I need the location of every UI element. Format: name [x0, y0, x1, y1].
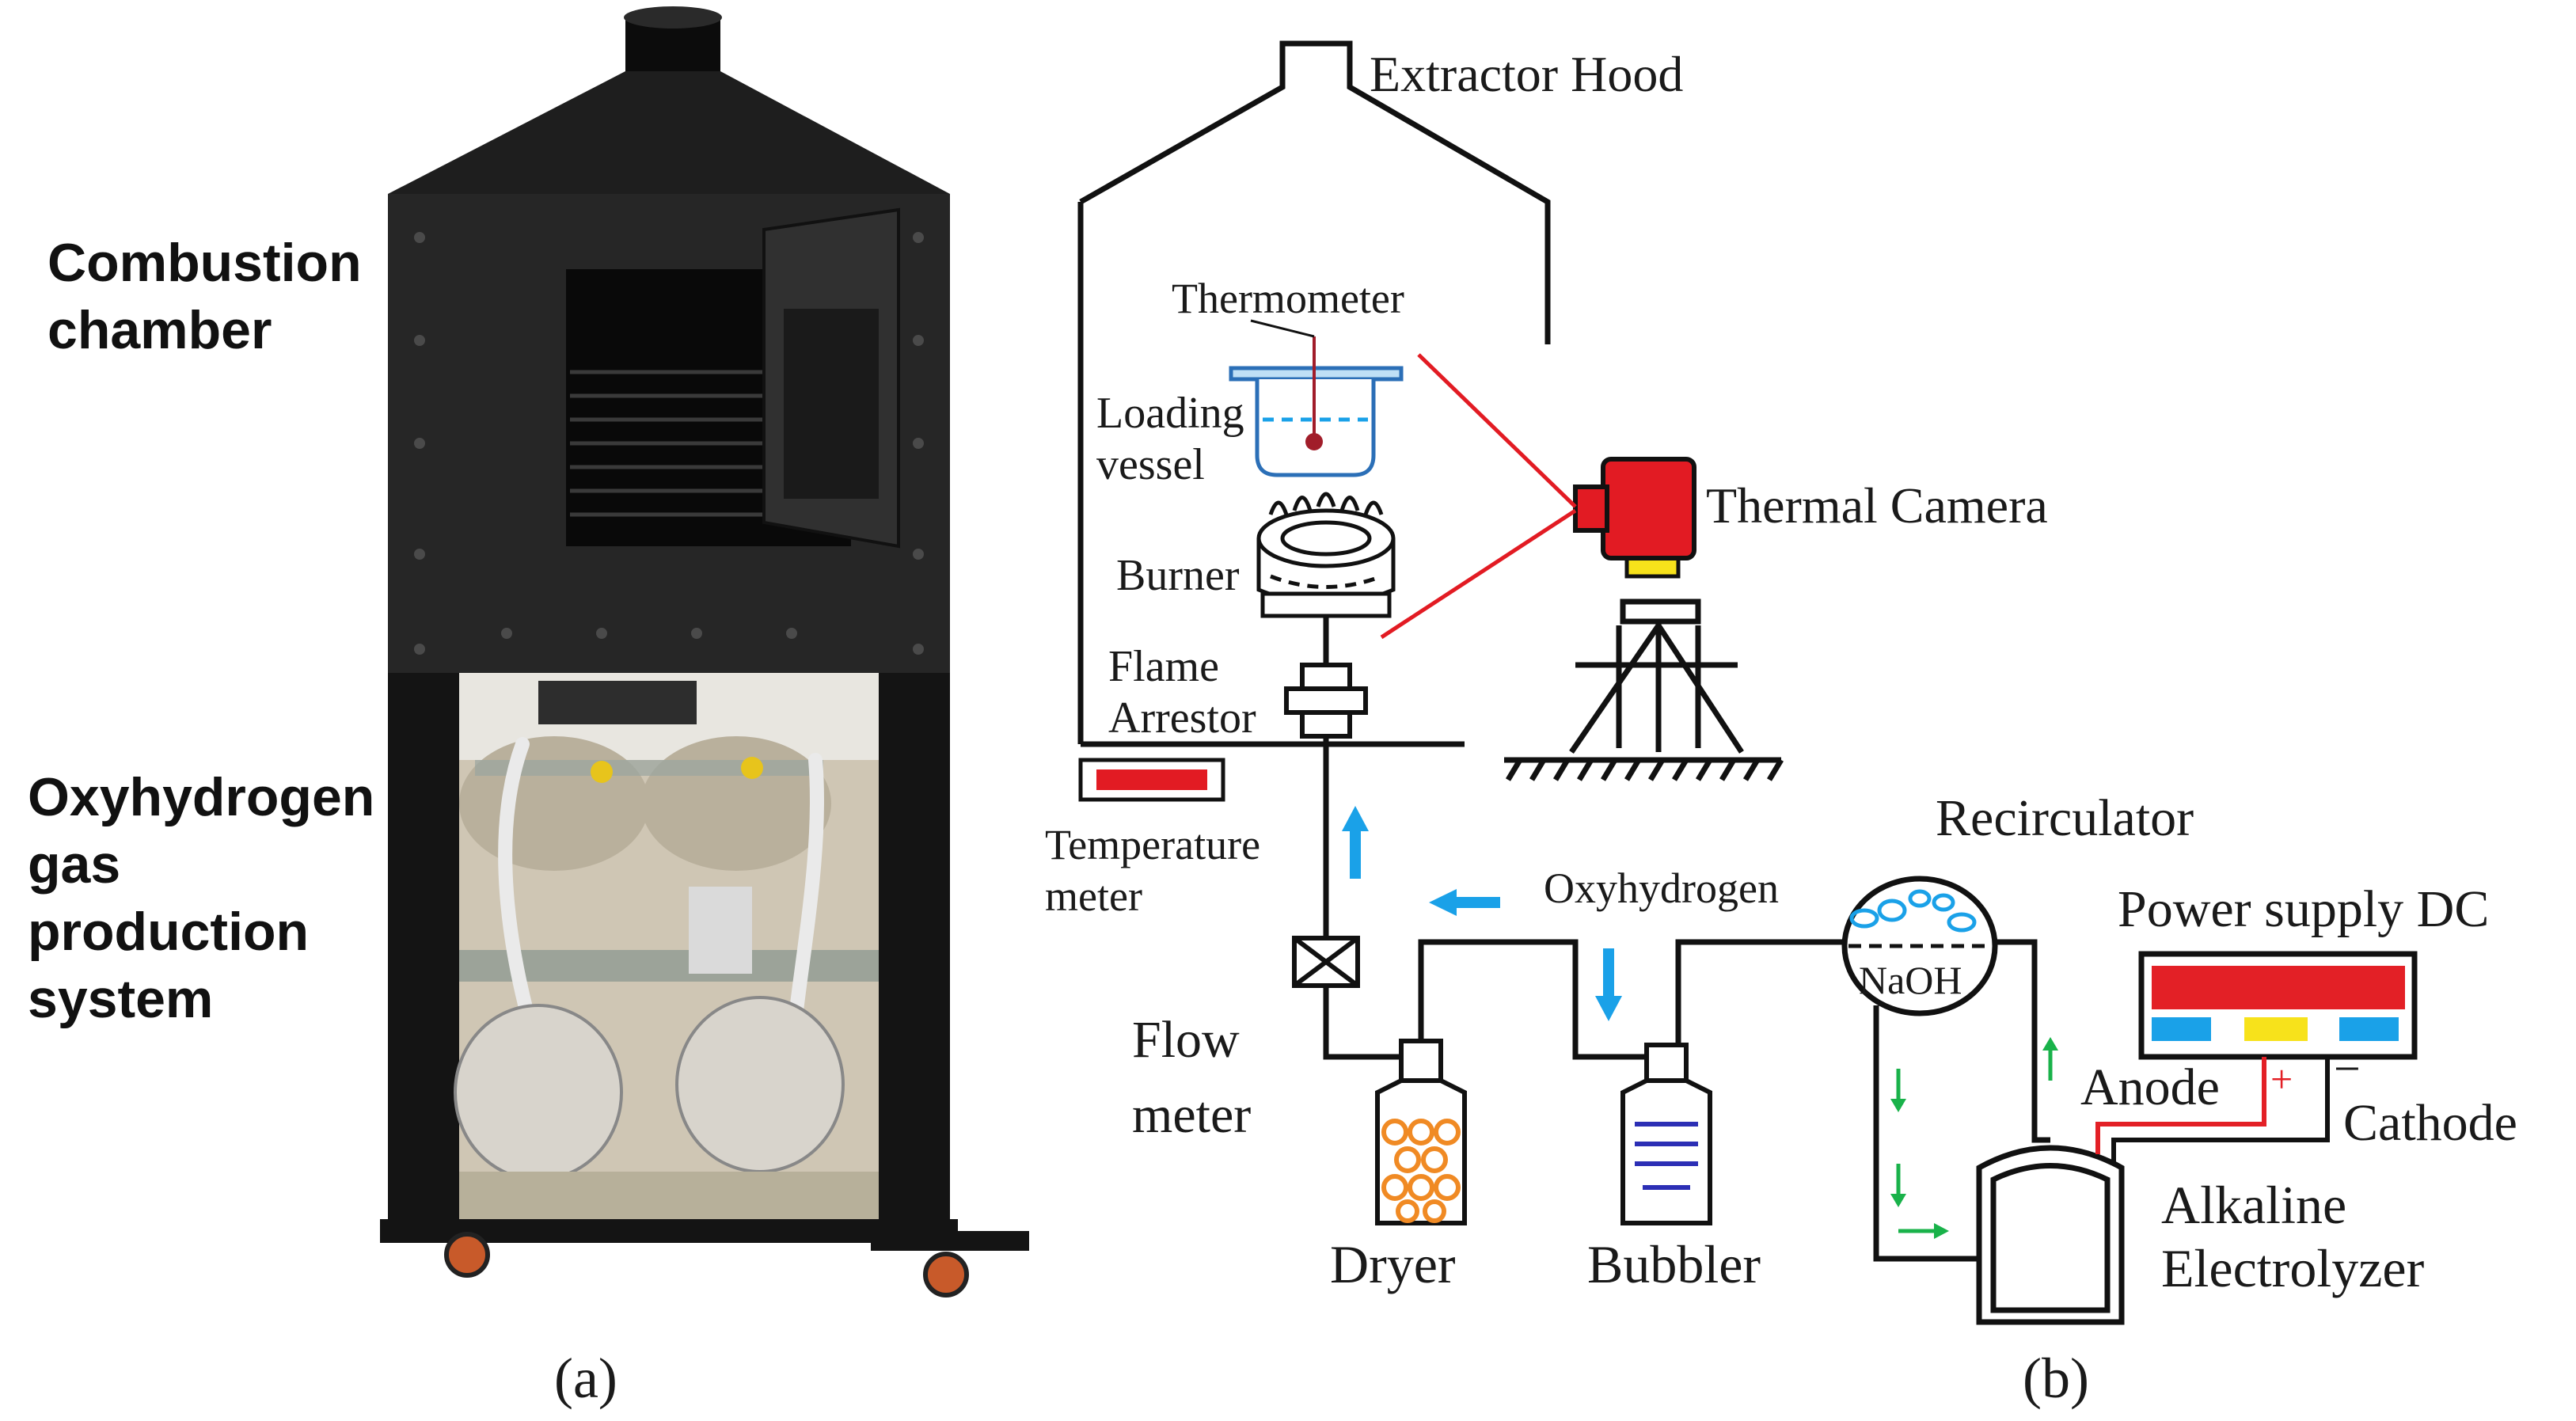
burner [1256, 492, 1396, 618]
svg-text:Oxyhydrogen: Oxyhydrogen [28, 767, 374, 827]
label-oxyhydrogen: Oxyhydrogen [1544, 864, 1779, 912]
cathode-wire [2111, 1057, 2330, 1164]
thermometer-bulb [1305, 433, 1323, 450]
label-flame-arrestor-2: Arrestor [1108, 693, 1256, 743]
apparatus-photo [380, 6, 1029, 1298]
flow-meter [1292, 936, 1360, 988]
label-minus: − [2334, 1043, 2361, 1095]
camera-lens [1573, 484, 1609, 533]
label-anode: Anode [2080, 1058, 2220, 1116]
caption-b: (b) [2023, 1347, 2089, 1410]
label-electrolyzer-2: Electrolyzer [2161, 1238, 2425, 1298]
flame-arrestor [1284, 663, 1368, 739]
svg-text:chamber: chamber [47, 300, 272, 360]
dryer [1375, 1039, 1467, 1225]
electrolyte-loop [1873, 939, 2050, 1262]
svg-text:gas: gas [28, 834, 120, 895]
label-temperature-meter-1: Temperature [1045, 821, 1260, 868]
oxyhydrogen-pipe [1675, 939, 1848, 1057]
svg-text:system: system [28, 969, 213, 1029]
alkaline-electrolyzer [1976, 1145, 2125, 1325]
label-recirculator: Recirculator [1936, 789, 2194, 847]
tripod [1504, 598, 1784, 781]
label-temperature-meter-2: meter [1045, 872, 1142, 920]
recirculator-bubbles [1849, 889, 1977, 933]
label-dryer: Dryer [1330, 1234, 1456, 1294]
label-flow-meter-1: Flow [1132, 1011, 1240, 1069]
caption-a: (a) [554, 1347, 617, 1410]
label-naoh: NaOH [1859, 958, 1962, 1002]
label-power-supply: Power supply DC [2118, 880, 2489, 938]
gas-flow-arrows [1342, 806, 1622, 1021]
loading-vessel [1229, 366, 1404, 477]
label-plus: + [2270, 1057, 2293, 1101]
electrolyte-flow-arrows [1890, 1037, 2058, 1239]
label-loading-vessel-1: Loading [1096, 389, 1244, 438]
label-bubbler: Bubbler [1587, 1234, 1761, 1294]
label-combustion-chamber: Combustion chamber [47, 233, 362, 360]
label-burner: Burner [1116, 551, 1240, 600]
svg-text:Combustion: Combustion [47, 233, 362, 293]
label-extractor-hood: Extractor Hood [1370, 46, 1683, 102]
label-electrolyzer-1: Alkaline [2161, 1175, 2346, 1235]
label-cathode: Cathode [2343, 1094, 2517, 1152]
label-flow-meter-2: meter [1132, 1086, 1251, 1144]
label-thermometer: Thermometer [1172, 275, 1404, 322]
bubbler-water [1635, 1122, 1698, 1190]
camera-sight-lines [1380, 353, 1577, 640]
label-loading-vessel-2: vessel [1096, 440, 1205, 489]
power-supply [2138, 951, 2418, 1060]
bubbler [1620, 1043, 1712, 1225]
label-flame-arrestor-1: Flame [1108, 642, 1219, 691]
temperature-meter-display [1096, 769, 1207, 790]
thermometer-leader [1250, 319, 1315, 338]
svg-text:production: production [28, 902, 309, 962]
label-oxyhydrogen-system: Oxyhydrogen gas production system [28, 767, 374, 1029]
extractor-hood [1077, 40, 1551, 744]
anode-wire [2095, 1057, 2266, 1154]
thermal-camera [1601, 457, 1696, 560]
label-thermal-camera: Thermal Camera [1706, 477, 2048, 534]
dryer-beads [1381, 1119, 1461, 1223]
